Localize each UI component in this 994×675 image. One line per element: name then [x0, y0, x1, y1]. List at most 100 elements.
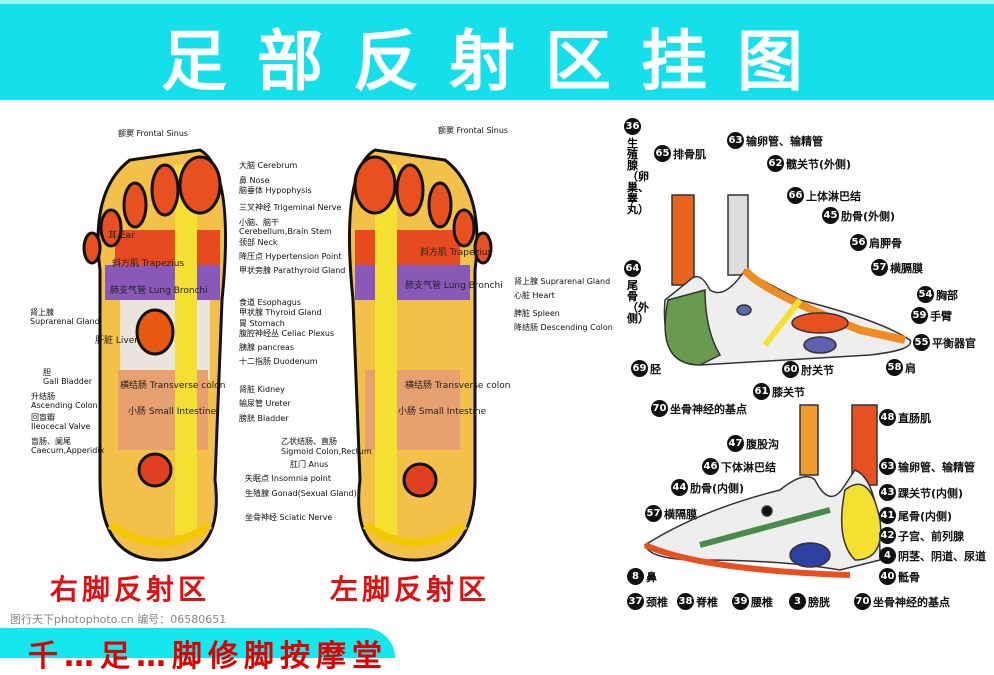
- label-text: 尾骨(内侧): [898, 509, 953, 523]
- label-trigeminal: 三叉神经 Trigeminal Nerve: [239, 203, 342, 212]
- label-trapezius-l: 斜方肌 Trapezius: [420, 248, 493, 258]
- label-text: 横膈膜: [890, 261, 923, 275]
- number-badge: 63: [879, 458, 896, 475]
- label-anus: 肛门 Anus: [290, 460, 329, 469]
- label-gall-en: Gall Bladder: [43, 377, 93, 386]
- label-sigmoid-en: Sigmoid Colon,Rectum: [281, 447, 372, 456]
- number-badge: 66: [787, 187, 804, 204]
- label-kidney: 肾脏 Kidney: [239, 385, 285, 394]
- label-text: 输卵管、输精管: [898, 460, 975, 474]
- number-badge: 46: [702, 458, 719, 475]
- lateral-vertical-num-1: 36: [624, 118, 641, 135]
- label-insomnia: 失眠点 Insomnia point: [245, 474, 331, 483]
- number-badge: 54: [917, 286, 934, 303]
- label-suprarenal-en: Suprarenal Gland: [30, 317, 100, 326]
- label-cerebellum-en: Cerebellum,Brain Stem: [239, 227, 332, 236]
- label-text: 上体淋巴结: [806, 189, 861, 203]
- caption-right-foot: 右脚反射区: [50, 573, 211, 606]
- label-ascending-cn: 升结肠: [31, 392, 55, 401]
- label-text: 子宫、前列腺: [898, 529, 964, 543]
- label-text: 坐骨神经的基点: [873, 595, 950, 609]
- number-badge: 48: [879, 409, 896, 426]
- label-lung-r: 肺支气管 Lung Bronchi: [110, 286, 208, 296]
- label-frontal-sinus-left: 额窦 Frontal Sinus: [438, 126, 509, 135]
- label-parathyroid: 甲状旁腺 Parathyroid Gland: [239, 266, 346, 275]
- number-badge: 45: [822, 207, 839, 224]
- number-badge: 70: [854, 593, 871, 610]
- label-nose: 鼻 Nose: [239, 176, 270, 185]
- number-badge: 55: [913, 334, 930, 351]
- label-text: 胸部: [936, 288, 958, 302]
- label-text: 肋骨(外侧): [841, 209, 896, 223]
- label-suprarenal-cn: 肾上腺: [30, 308, 54, 317]
- lateral-vertical-num-2: 64: [624, 260, 641, 277]
- label-text: 直肠肌: [898, 411, 931, 425]
- label-spleen: 脾脏 Spleen: [514, 309, 560, 318]
- foot-diagrams: [82, 148, 912, 578]
- number-badge: 64: [624, 260, 641, 277]
- number-badge: 63: [727, 132, 744, 149]
- watermark: 图行天下photophoto.cn 编号：06580651: [10, 613, 227, 626]
- page-title: 足部反射区挂图: [161, 23, 833, 100]
- label-descending: 降结肠 Descending Colon: [514, 323, 613, 332]
- label-gonad: 生殖腺 Gonad(Sexual Gland): [245, 489, 357, 498]
- label-text: 排骨肌: [673, 147, 706, 161]
- number-badge: 41: [879, 507, 896, 524]
- number-badge: 57: [645, 505, 662, 522]
- number-badge: 40: [879, 568, 896, 585]
- label-text: 膝关节: [772, 385, 805, 399]
- label-ascending-en: Ascending Colon: [31, 401, 98, 410]
- lateral-foot: [663, 194, 912, 366]
- label-text: 下体淋巴结: [721, 460, 776, 474]
- label-text: 颈椎: [646, 595, 668, 609]
- bottom-slogan: 千…足…脚修脚按摩堂: [28, 639, 388, 674]
- label-text: 脊椎: [696, 595, 718, 609]
- label-cerebrum: 大脑 Cerebrum: [239, 161, 298, 170]
- label-frontal-sinus-right: 额窦 Frontal Sinus: [118, 129, 189, 138]
- label-text: 肩胛骨: [869, 236, 902, 250]
- number-badge: 57: [871, 259, 888, 276]
- label-celiac: 腹腔神经丛 Celiac Plexus: [239, 329, 335, 338]
- label-liver: 肝脏 Liver: [95, 336, 138, 346]
- label-stomach: 胃 Stomach: [239, 319, 285, 328]
- label-sciatic: 坐骨神经 Sciatic Nerve: [245, 513, 333, 522]
- number-badge: 56: [850, 234, 867, 251]
- label-text: 肘关节: [801, 363, 834, 377]
- right-foot-sole: [82, 148, 227, 562]
- number-badge: 58: [886, 359, 903, 376]
- label-pancreas: 胰腺 pancreas: [239, 343, 295, 352]
- label-thyroid: 甲状腺 Thyroid Gland: [239, 308, 322, 317]
- label-text: 腹股沟: [746, 437, 779, 451]
- label-hypertension: 降压点 Hypertension Point: [239, 252, 342, 261]
- label-text: 肩: [905, 361, 916, 375]
- number-badge: 36: [624, 118, 641, 135]
- number-badge: 43: [879, 484, 896, 501]
- number-badge: 38: [677, 593, 694, 610]
- number-badge: 4: [879, 547, 896, 564]
- number-badge: 39: [732, 593, 749, 610]
- label-text: 肋骨(内侧): [690, 481, 745, 495]
- label-caecum-cn: 盲肠、阑尾: [31, 437, 71, 446]
- label-transverse-l: 横结肠 Transverse colon: [405, 381, 511, 391]
- label-text: 膀胱: [808, 595, 830, 609]
- label-gall-cn: 胆: [43, 368, 51, 377]
